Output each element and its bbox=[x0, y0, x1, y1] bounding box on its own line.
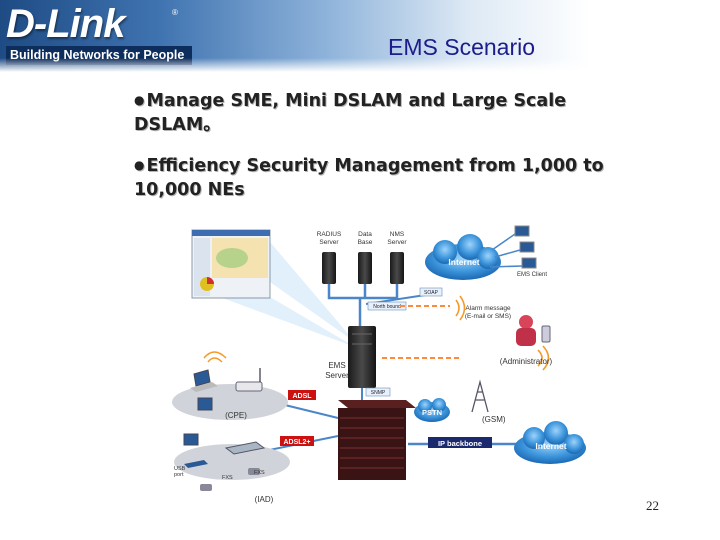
ip-backbone-label: IP backbone bbox=[438, 439, 482, 448]
alarm-label-2: (E-mail or SMS) bbox=[465, 313, 511, 320]
ip-backbone-tag bbox=[428, 437, 492, 448]
north-bound-label: North bound bbox=[373, 304, 401, 310]
adsl2plus-tag bbox=[280, 436, 314, 446]
bullet-1-line1: Manage SME, Mini DSLAM and Large Scale bbox=[146, 91, 567, 111]
alarm-label-1: Alarm message bbox=[465, 305, 511, 312]
internet-top-label: Internet bbox=[448, 257, 479, 267]
radius-label-2: Server bbox=[319, 239, 339, 246]
gsm-tower-icon bbox=[471, 379, 489, 413]
dlink-logo: D-Link ® Building Networks for People bbox=[6, 2, 193, 65]
slide-title: EMS Scenario bbox=[388, 34, 536, 60]
soap-tag bbox=[419, 287, 443, 297]
telephone-icon bbox=[200, 468, 260, 491]
snmp-tag bbox=[365, 387, 391, 397]
wireless-signal-icon bbox=[203, 351, 227, 363]
iad-platform bbox=[174, 444, 290, 480]
adsl-tag bbox=[288, 390, 316, 400]
soap-label: SOAP bbox=[424, 290, 439, 296]
bullet-1-line2: DSLAM。 bbox=[134, 115, 221, 135]
radius-label-1: RADIUS bbox=[317, 231, 342, 238]
adsl2plus-label: ADSL2+ bbox=[283, 439, 310, 446]
header-fade bbox=[0, 58, 720, 72]
logo-text: D-Link bbox=[6, 2, 125, 46]
iad-device-icon bbox=[224, 441, 266, 455]
ems-gui-screenshot bbox=[191, 229, 271, 299]
header-banner: D-Link ® Building Networks for People EM… bbox=[0, 0, 720, 72]
gsm-label: (GSM) bbox=[482, 415, 506, 424]
administrator-label: (Administrator) bbox=[500, 357, 553, 366]
ems-client-label: EMS Client bbox=[517, 272, 547, 278]
pstn-label: PSTN bbox=[422, 408, 442, 417]
bullet-2-line1: Efficiency Security Management from 1,00… bbox=[146, 156, 604, 176]
ems-server-label-1: EMS bbox=[328, 361, 345, 370]
ems-server-label-2: Server bbox=[325, 371, 349, 380]
cpe-desktop-icon bbox=[197, 397, 213, 411]
fxs-label-1: FXS bbox=[254, 470, 265, 476]
ems-client-computers bbox=[514, 225, 537, 269]
ems-server-icon bbox=[348, 326, 376, 388]
nms-server-icon bbox=[390, 252, 404, 284]
usb-label-2: port bbox=[174, 472, 184, 478]
internet-bottom-label: Internet bbox=[535, 441, 566, 451]
screen-beam bbox=[220, 297, 355, 347]
database-server-icon bbox=[358, 252, 372, 284]
database-label-2: Base bbox=[358, 239, 373, 246]
pstn-cloud bbox=[414, 398, 450, 422]
usb-device-icon bbox=[184, 460, 208, 468]
cpe-laptop-icon bbox=[190, 369, 218, 392]
iad-label: (IAD) bbox=[255, 495, 274, 504]
bullet-1: ●Manage SME, Mini DSLAM and Large Scale … bbox=[134, 90, 566, 137]
wireless-signal-icon bbox=[537, 345, 550, 371]
dslam-stack-icon bbox=[338, 400, 416, 480]
internet-cloud-bottom bbox=[514, 421, 586, 464]
wireless-signal-icon bbox=[455, 295, 466, 321]
bullet-2-line2: 10,000 NEs bbox=[134, 180, 245, 200]
nms-label-2: Server bbox=[387, 239, 407, 246]
administrator-icon bbox=[516, 315, 536, 346]
screen-beam bbox=[270, 242, 355, 342]
north-bound-tag bbox=[367, 301, 407, 311]
fxs-label-2: FXS bbox=[222, 475, 233, 481]
nms-label-1: NMS bbox=[390, 231, 405, 238]
client-links bbox=[489, 233, 523, 268]
bullet-2: ●Efficiency Security Management from 1,0… bbox=[134, 155, 604, 202]
cpe-router-icon bbox=[235, 368, 263, 392]
radius-server-icon bbox=[322, 252, 336, 284]
iad-computer-icon bbox=[183, 433, 199, 446]
cpe-platform bbox=[172, 384, 288, 420]
database-label-1: Data bbox=[358, 231, 372, 238]
adsl-label: ADSL bbox=[292, 393, 312, 400]
ems-network-diagram: RADIUS Server Data Base NMS Server North… bbox=[172, 225, 586, 504]
internet-cloud-top bbox=[425, 234, 501, 280]
bullet-marker: ● bbox=[134, 93, 145, 107]
bullet-marker: ● bbox=[134, 158, 145, 172]
snmp-label: SNMP bbox=[371, 390, 386, 396]
page-number: 22 bbox=[646, 498, 659, 513]
logo-registered-mark: ® bbox=[172, 8, 178, 17]
cpe-label: (CPE) bbox=[225, 411, 247, 420]
usb-label-1: USB bbox=[174, 466, 186, 472]
mobile-phone-icon bbox=[541, 325, 551, 343]
